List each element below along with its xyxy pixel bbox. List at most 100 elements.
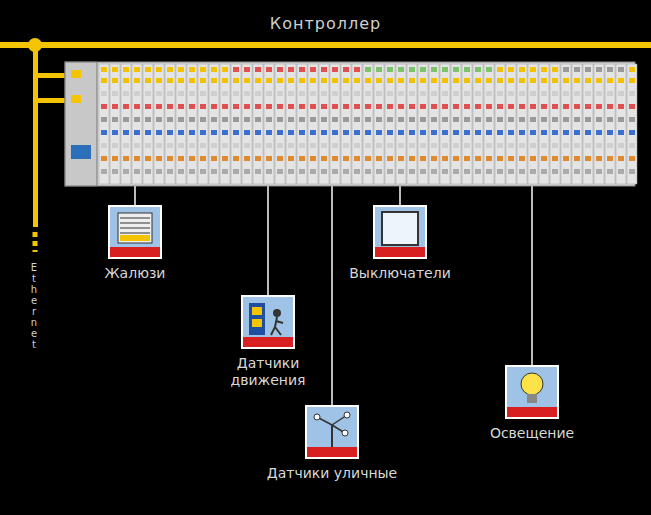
- module-body: [319, 64, 329, 184]
- module-led: [409, 67, 415, 72]
- terminal-clamp: [398, 91, 404, 96]
- terminal-clamp: [277, 104, 283, 109]
- terminal-clamp: [508, 78, 514, 83]
- terminal-clamp: [475, 143, 481, 148]
- icon-detail: [120, 235, 150, 241]
- terminal-clamp: [178, 156, 184, 161]
- terminal-clamp: [464, 117, 470, 122]
- terminal-clamp: [387, 78, 393, 83]
- icon-base: [307, 447, 357, 457]
- terminal-clamp: [464, 91, 470, 96]
- terminal-clamp: [123, 104, 129, 109]
- terminal-clamp: [552, 169, 558, 174]
- terminal-clamp: [519, 117, 525, 122]
- module-led: [574, 67, 580, 72]
- io-module: [132, 64, 142, 184]
- terminal-clamp: [145, 78, 151, 83]
- terminal-clamp: [167, 156, 173, 161]
- terminal-clamp: [156, 169, 162, 174]
- io-module: [539, 64, 549, 184]
- module-body: [506, 64, 516, 184]
- terminal-clamp: [453, 117, 459, 122]
- terminal-clamp: [178, 117, 184, 122]
- terminal-clamp: [178, 91, 184, 96]
- terminal-clamp: [453, 104, 459, 109]
- module-body: [330, 64, 340, 184]
- module-body: [275, 64, 285, 184]
- terminal-clamp: [266, 117, 272, 122]
- terminal-clamp: [365, 169, 371, 174]
- module-body: [110, 64, 120, 184]
- io-module: [154, 64, 164, 184]
- module-body: [495, 64, 505, 184]
- controller-bus: [0, 42, 651, 48]
- module-body: [627, 64, 637, 184]
- terminal-clamp: [112, 169, 118, 174]
- terminal-clamp: [409, 143, 415, 148]
- terminal-clamp: [607, 104, 613, 109]
- terminal-clamp: [233, 143, 239, 148]
- terminal-clamp: [508, 104, 514, 109]
- terminal-clamp: [420, 169, 426, 174]
- terminal-clamp: [321, 143, 327, 148]
- terminal-clamp: [464, 156, 470, 161]
- terminal-clamp: [585, 78, 591, 83]
- io-module: [143, 64, 153, 184]
- terminal-clamp: [244, 104, 250, 109]
- terminal-clamp: [200, 91, 206, 96]
- terminal-clamp: [365, 91, 371, 96]
- terminal-clamp: [266, 169, 272, 174]
- terminal-clamp: [255, 104, 261, 109]
- terminal-clamp: [167, 130, 173, 135]
- io-module: [627, 64, 637, 184]
- module-led: [299, 67, 305, 72]
- terminal-clamp: [145, 143, 151, 148]
- io-module: [583, 64, 593, 184]
- icon-detail: [342, 430, 348, 436]
- terminal-clamp: [200, 130, 206, 135]
- terminal-clamp: [167, 143, 173, 148]
- device-label: Жалюзи: [80, 265, 190, 282]
- io-module: [572, 64, 582, 184]
- terminal-clamp: [167, 78, 173, 83]
- terminal-clamp: [530, 156, 536, 161]
- device-icon: [505, 365, 559, 419]
- terminal-clamp: [409, 169, 415, 174]
- module-led: [288, 67, 294, 72]
- terminal-clamp: [376, 104, 382, 109]
- terminal-clamp: [475, 104, 481, 109]
- terminal-clamp: [321, 91, 327, 96]
- terminal-clamp: [277, 91, 283, 96]
- terminal-clamp: [475, 169, 481, 174]
- terminal-clamp: [112, 78, 118, 83]
- module-led: [266, 67, 272, 72]
- terminal-clamp: [376, 169, 382, 174]
- terminal-clamp: [211, 143, 217, 148]
- terminal-clamp: [288, 143, 294, 148]
- terminal-clamp: [343, 169, 349, 174]
- terminal-clamp: [409, 91, 415, 96]
- terminal-clamp: [101, 143, 107, 148]
- terminal-clamp: [255, 78, 261, 83]
- terminal-clamp: [189, 143, 195, 148]
- terminal-clamp: [277, 117, 283, 122]
- terminal-clamp: [442, 130, 448, 135]
- terminal-clamp: [519, 91, 525, 96]
- icon-frame: [506, 366, 558, 418]
- terminal-clamp: [222, 130, 228, 135]
- terminal-clamp: [552, 78, 558, 83]
- terminal-clamp: [453, 91, 459, 96]
- module-body: [572, 64, 582, 184]
- terminal-clamp: [607, 143, 613, 148]
- terminal-clamp: [123, 78, 129, 83]
- module-body: [407, 64, 417, 184]
- terminal-clamp: [420, 91, 426, 96]
- terminal-clamp: [365, 130, 371, 135]
- terminal-clamp: [530, 130, 536, 135]
- terminal-clamp: [563, 91, 569, 96]
- io-module: [484, 64, 494, 184]
- terminal-clamp: [310, 169, 316, 174]
- icon-detail: [120, 233, 150, 234]
- terminal-clamp: [299, 104, 305, 109]
- terminal-clamp: [574, 130, 580, 135]
